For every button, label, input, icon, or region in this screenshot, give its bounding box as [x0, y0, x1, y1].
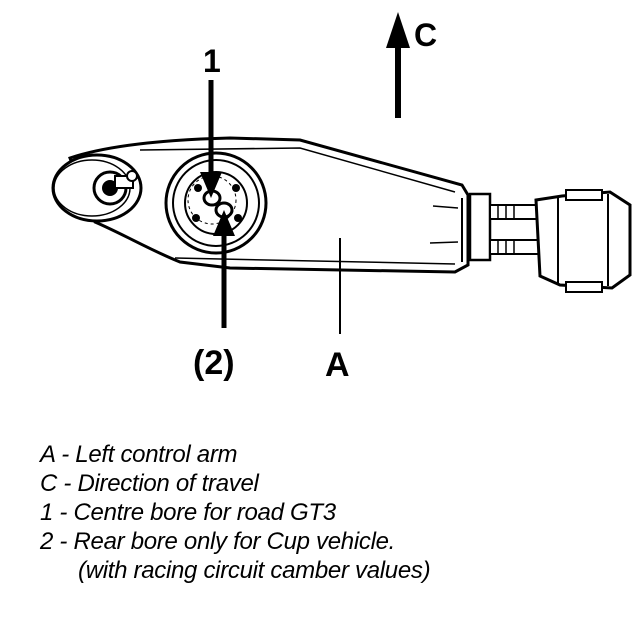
legend-item-1: 1 - Centre bore for road GT3	[40, 499, 337, 526]
legend-item-a: A - Left control arm	[40, 441, 238, 468]
rear-bore-arrow	[213, 210, 235, 328]
legend: A - Left control arm C - Direction of tr…	[40, 440, 620, 585]
control-arm-diagram: C 1	[51, 12, 632, 384]
direction-label: C	[414, 17, 437, 53]
control-arm-label: A	[325, 346, 350, 384]
legend-item-2: 2 - Rear bore only for Cup vehicle.	[40, 528, 396, 555]
legend-key: C	[40, 470, 58, 497]
legend-item-c: C - Direction of travel	[40, 470, 259, 497]
front-bush	[51, 153, 143, 223]
centre-bore-arrow	[200, 80, 222, 198]
legend-key: 1	[40, 499, 54, 526]
legend-item-2-continuation: (with racing circuit camber values)	[78, 557, 431, 584]
legend-text: Centre bore for road GT3	[73, 499, 337, 526]
legend-text: Left control arm	[75, 441, 238, 468]
rear-mount	[468, 189, 632, 293]
legend-text: Direction of travel	[77, 470, 259, 497]
legend-text: Rear bore only for Cup vehicle.	[73, 528, 396, 555]
direction-arrow	[386, 12, 410, 118]
centre-bore-label: 1	[203, 43, 221, 79]
rear-bore-label: (2)	[193, 344, 235, 382]
legend-key: 2	[40, 528, 54, 555]
control-arm	[68, 136, 470, 274]
legend-key: A	[40, 441, 55, 468]
